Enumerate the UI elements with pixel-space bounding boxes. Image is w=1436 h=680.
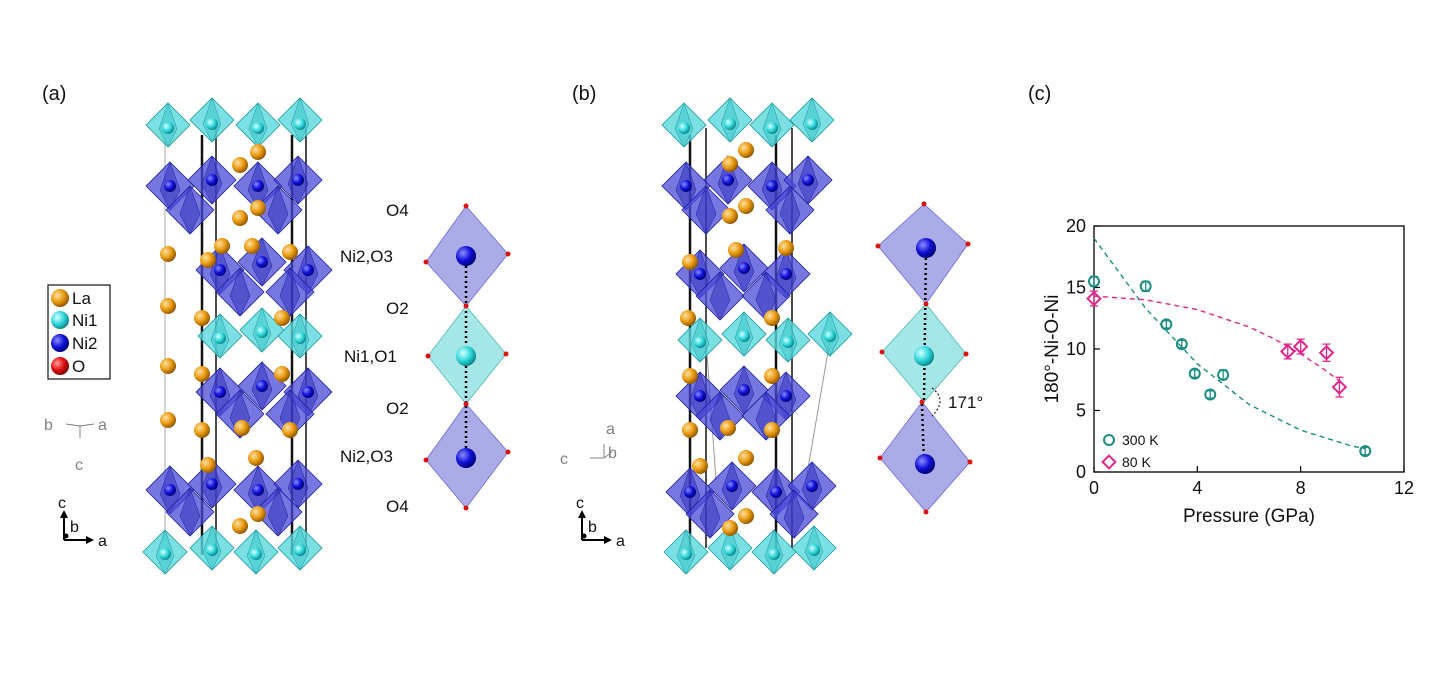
- axis-label-a: a: [98, 533, 107, 550]
- axis-label-b: b: [44, 417, 53, 434]
- octahedral-chain-b: 171°: [875, 201, 983, 515]
- pressure-angle-chart: 0 4 8 12 0 5 10 15 20 Pressure (GPa) 180°-Ni-O-N…: [1042, 216, 1414, 527]
- data-point-300k: [1175, 338, 1188, 351]
- axis-label-c: c: [576, 495, 584, 512]
- crystal-structure-b: [661, 97, 853, 575]
- x-tick-label: 4: [1192, 478, 1202, 498]
- data-point-300k: [1139, 280, 1152, 293]
- y-tick-label: 5: [1076, 401, 1086, 421]
- chain-label: Ni1,O1: [344, 347, 397, 366]
- fit-curve-80k: [1093, 295, 1340, 382]
- panel-label-b: (b): [572, 83, 596, 105]
- chain-label: O4: [386, 497, 409, 516]
- chain-label: Ni2,O3: [340, 447, 393, 466]
- data-point-80k: [1318, 344, 1335, 361]
- main-axes-b: c b a: [576, 495, 625, 550]
- main-axes-a: c b a: [58, 495, 107, 550]
- panel-label-a: (a): [42, 83, 66, 105]
- data-point-80k: [1292, 338, 1309, 355]
- bond-angle-label: 171°: [948, 393, 983, 412]
- legend-ni2: Ni2: [72, 334, 98, 353]
- legend-marker-300k: [1103, 434, 1115, 446]
- data-point-300k: [1088, 275, 1100, 288]
- fit-curve-300k: [1093, 237, 1366, 450]
- chain-label: O4: [386, 201, 409, 220]
- atom-legend: La Ni1 Ni2 O: [47, 284, 111, 380]
- data-point-300k: [1188, 367, 1201, 380]
- legend-marker-80k: [1101, 454, 1117, 470]
- o-atom-icon: [51, 357, 69, 375]
- axis-label-b: b: [70, 519, 79, 536]
- inplane-axes-b: a c b: [560, 421, 617, 468]
- la-atom-icon: [51, 289, 69, 307]
- legend-o: O: [72, 357, 85, 376]
- data-point-300k: [1204, 388, 1217, 401]
- octahedral-chain-a: [423, 203, 511, 511]
- data-point-80k: [1331, 379, 1348, 395]
- chart-legend: 300 K 80 K: [1101, 432, 1159, 470]
- chain-label: O2: [386, 299, 409, 318]
- legend-80k: 80 K: [1122, 454, 1151, 470]
- panel-label-c: (c): [1028, 83, 1051, 105]
- data-point-300k: [1160, 318, 1173, 331]
- chain-label: O2: [386, 399, 409, 418]
- y-tick-label: 10: [1066, 339, 1086, 359]
- y-tick-label: 20: [1066, 216, 1086, 236]
- chain-labels: O4 Ni2,O3 O2 Ni1,O1 O2 Ni2,O3 O4: [340, 201, 409, 516]
- axis-label-a: a: [616, 533, 625, 550]
- legend-ni1: Ni1: [72, 311, 98, 330]
- data-point-300k: [1359, 445, 1372, 458]
- x-tick-label: 12: [1394, 478, 1414, 498]
- x-axis-label: Pressure (GPa): [1183, 506, 1315, 527]
- x-tick-label: 0: [1089, 478, 1099, 498]
- axis-label-c: c: [560, 451, 568, 468]
- inplane-axes-a: b a c: [44, 417, 107, 474]
- y-tick-label: 0: [1076, 462, 1086, 482]
- data-point-80k: [1086, 290, 1102, 307]
- data-point-300k: [1217, 368, 1230, 381]
- ni1-atom-icon: [51, 311, 69, 329]
- x-tick-label: 8: [1296, 478, 1306, 498]
- y-axis-label: 180°-Ni-O-Ni: [1042, 295, 1063, 404]
- axis-label-b: b: [588, 519, 597, 536]
- axis-label-c: c: [58, 495, 66, 512]
- axis-label-a: a: [606, 421, 615, 438]
- y-tick-label: 15: [1066, 278, 1086, 298]
- axis-label-c: c: [75, 457, 83, 474]
- ni2-atom-icon: [51, 334, 69, 352]
- axis-label-a: a: [98, 417, 107, 434]
- axis-label-b: b: [608, 445, 617, 462]
- legend-300k: 300 K: [1122, 432, 1159, 448]
- crystal-structure-a: [142, 97, 333, 575]
- legend-la: La: [72, 289, 91, 308]
- data-point-80k: [1279, 343, 1296, 360]
- chain-label: Ni2,O3: [340, 247, 393, 266]
